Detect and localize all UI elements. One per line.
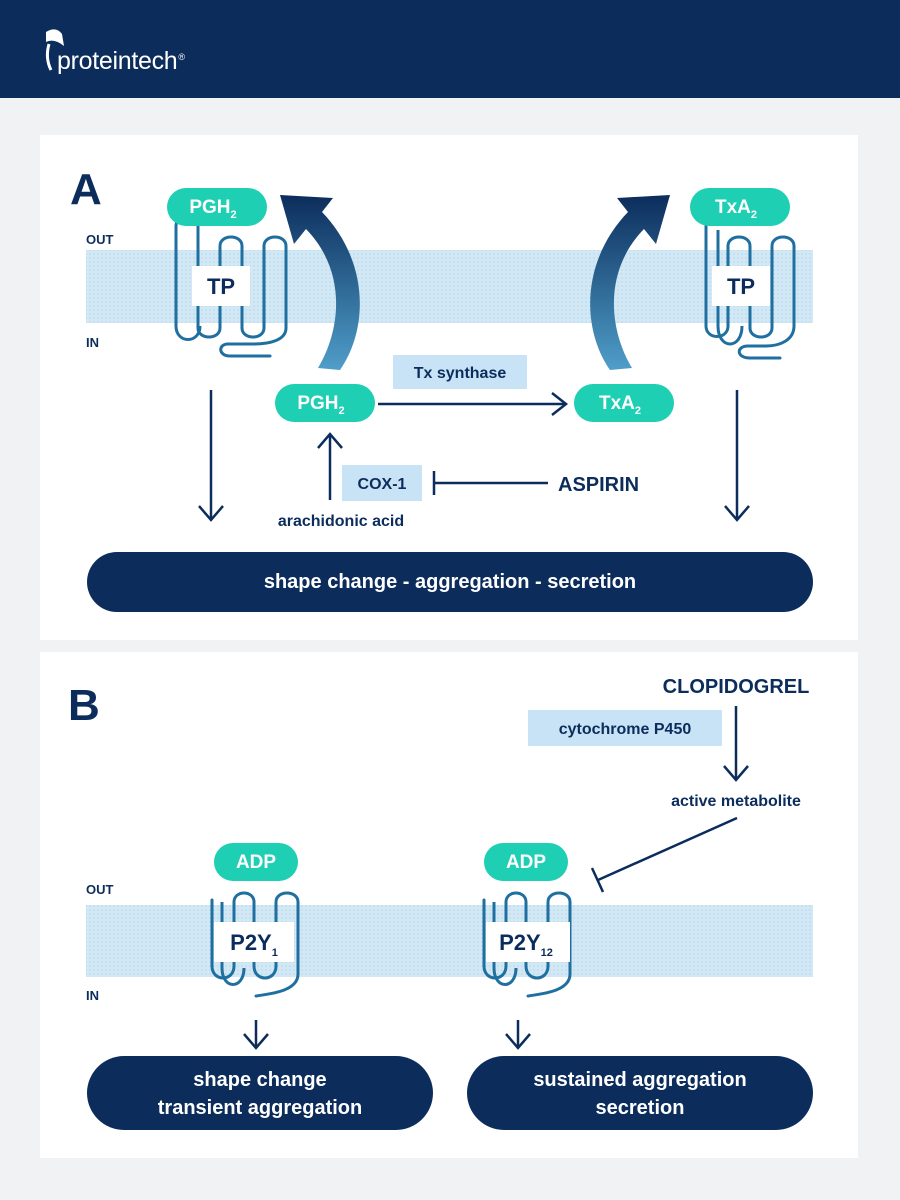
brand-header: proteintech® bbox=[0, 0, 900, 98]
curved-arrow-left bbox=[280, 195, 360, 370]
active-metabolite-label: active metabolite bbox=[671, 793, 801, 810]
curved-arrow-right bbox=[590, 195, 670, 370]
membrane-b bbox=[86, 905, 813, 977]
outcome-pill-b-right bbox=[467, 1056, 813, 1130]
clopidogrel-label: CLOPIDOGREL bbox=[663, 676, 810, 698]
cox1-label: COX-1 bbox=[358, 476, 407, 493]
cytochrome-box bbox=[528, 710, 722, 746]
svg-text:P2Y1: P2Y1 bbox=[230, 930, 278, 959]
tp-receptor-left: TP bbox=[174, 215, 288, 358]
arrow-down-left-a bbox=[198, 390, 224, 522]
proteintech-logo-icon bbox=[45, 29, 64, 71]
panel-b-letter: B bbox=[68, 681, 100, 730]
tx-synthase-label: Tx synthase bbox=[414, 365, 507, 382]
svg-text:ADP: ADP bbox=[506, 852, 546, 873]
panel-a-letter: A bbox=[70, 165, 102, 214]
outcome-b-left-line1: shape change bbox=[193, 1069, 326, 1091]
pgh2-ligand-top: PGH2 bbox=[167, 188, 267, 226]
aspirin-inhibition-line bbox=[432, 471, 548, 495]
outcome-label-a: shape change - aggregation - secretion bbox=[264, 571, 636, 593]
arachidonic-acid-label: arachidonic acid bbox=[278, 513, 404, 530]
svg-text:TxA2: TxA2 bbox=[715, 197, 757, 221]
outcome-pill-a bbox=[87, 552, 813, 612]
arrow-pgh2-to-txa2 bbox=[378, 392, 569, 416]
pgh2-intracellular: PGH2 bbox=[275, 384, 375, 422]
svg-text:P2Y12: P2Y12 bbox=[499, 930, 553, 959]
arrow-clopidogrel-to-metabolite bbox=[723, 706, 749, 782]
aspirin-label: ASPIRIN bbox=[558, 474, 639, 496]
svg-text:PGH2: PGH2 bbox=[297, 393, 344, 417]
tx-synthase-box bbox=[393, 355, 527, 389]
adp-ligand-left: ADP bbox=[214, 843, 298, 881]
in-label-b: IN bbox=[86, 988, 99, 1003]
cox1-box bbox=[342, 465, 422, 501]
svg-text:TxA2: TxA2 bbox=[599, 393, 641, 417]
in-label-a: IN bbox=[86, 335, 99, 350]
p2y12-receptor: P2Y12 bbox=[482, 891, 572, 998]
tp-receptor-right: TP bbox=[704, 224, 796, 360]
outcome-b-right-line2: secretion bbox=[596, 1097, 685, 1119]
svg-text:PGH2: PGH2 bbox=[189, 197, 236, 221]
p2y1-receptor: P2Y1 bbox=[210, 891, 300, 998]
txa2-ligand-top: TxA2 bbox=[690, 188, 790, 226]
svg-text:ADP: ADP bbox=[236, 852, 276, 873]
tp-label-left: TP bbox=[207, 274, 235, 299]
outcome-b-right-line1: sustained aggregation bbox=[533, 1069, 746, 1091]
arrow-down-p2y12 bbox=[505, 1020, 531, 1050]
txa2-intracellular: TxA2 bbox=[574, 384, 674, 422]
outcome-b-left-line2: transient aggregation bbox=[158, 1097, 362, 1119]
out-label-a: OUT bbox=[86, 232, 114, 247]
arrow-down-p2y1 bbox=[243, 1020, 269, 1050]
adp-ligand-right: ADP bbox=[484, 843, 568, 881]
cytochrome-label: cytochrome P450 bbox=[559, 721, 692, 738]
tp-label-right: TP bbox=[727, 274, 755, 299]
brand-name: proteintech® bbox=[57, 47, 185, 75]
metabolite-inhibition-line bbox=[590, 816, 738, 893]
out-label-b: OUT bbox=[86, 882, 114, 897]
outcome-pill-b-left bbox=[87, 1056, 433, 1130]
arrow-down-right-a bbox=[724, 390, 750, 522]
arrow-arachidonic-to-pgh2 bbox=[317, 432, 343, 500]
